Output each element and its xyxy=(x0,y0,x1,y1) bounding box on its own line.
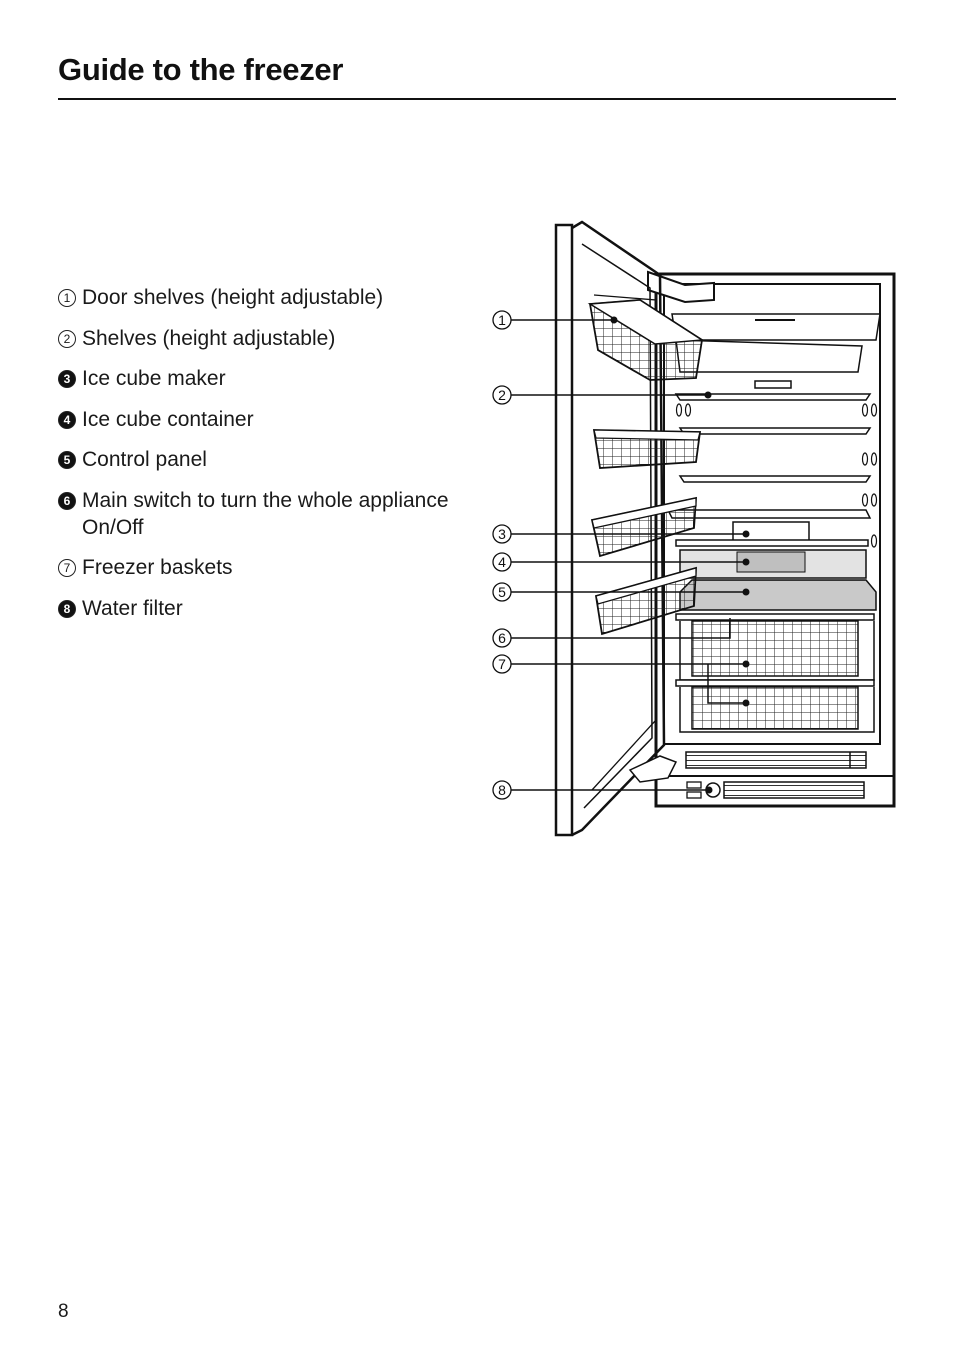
freezer-cabinet xyxy=(647,270,896,808)
legend-label: Door shelves (height adjustable) xyxy=(82,286,384,309)
legend-number: 2 xyxy=(58,329,76,348)
title-rule xyxy=(58,98,896,100)
legend-item: 3 Ice cube maker xyxy=(58,365,458,392)
page-number: 8 xyxy=(58,1301,69,1322)
ice-cube-container xyxy=(679,549,867,579)
callout-number: 5 xyxy=(498,584,506,600)
callout-number: 8 xyxy=(498,782,506,798)
legend-list: 1 Door shelves (height adjustable) 2 She… xyxy=(58,284,458,635)
legend-item: 6 Main switch to turn the whole applianc… xyxy=(58,487,458,541)
legend-label: Ice cube container xyxy=(82,407,254,431)
callout-number: 3 xyxy=(498,526,506,542)
legend-number: 7 xyxy=(58,559,76,577)
callout-6: 6 xyxy=(492,618,731,648)
legend-item: 8 Water filter xyxy=(58,595,458,622)
legend-number: 4 xyxy=(58,410,76,429)
callout-2: 2 xyxy=(492,385,712,405)
legend-label: Control panel xyxy=(82,448,207,471)
freezer-basket xyxy=(675,679,875,733)
callout-3: 3 xyxy=(492,524,750,544)
freezer-basket xyxy=(675,613,875,681)
legend-number: 5 xyxy=(58,451,76,469)
callout-7: 7 xyxy=(492,654,750,707)
legend-label: Water filter xyxy=(82,596,183,620)
legend-item: 2 Shelves (height adjustable) xyxy=(58,325,458,352)
page-title: Guide to the freezer xyxy=(58,52,344,87)
legend-label: Freezer baskets xyxy=(82,556,233,579)
callout-number: 1 xyxy=(498,312,506,328)
callout-8: 8 xyxy=(492,780,713,800)
callout-number: 7 xyxy=(498,656,506,672)
callout-5: 5 xyxy=(492,582,750,602)
legend-item: 5 Control panel xyxy=(58,446,458,473)
freezer-door xyxy=(554,220,705,837)
callout-number: 2 xyxy=(498,387,506,403)
shelf xyxy=(678,427,872,435)
callout-number: 6 xyxy=(498,630,506,646)
callout-number: 4 xyxy=(498,554,506,570)
shelf xyxy=(674,380,872,401)
shelf xyxy=(678,475,872,483)
legend-label: Main switch to turn the whole appliance … xyxy=(82,488,449,539)
legend-number: 1 xyxy=(58,289,76,307)
door-shelf xyxy=(587,299,705,381)
door-shelf xyxy=(594,566,697,636)
door-shelf xyxy=(590,496,697,558)
ice-cube-maker xyxy=(666,509,872,547)
legend-item: 7 Freezer baskets xyxy=(58,554,458,581)
legend-item: 1 Door shelves (height adjustable) xyxy=(58,284,458,311)
legend-number: 8 xyxy=(58,599,76,618)
callout-1: 1 xyxy=(492,310,618,330)
legend-number: 3 xyxy=(58,370,76,388)
legend-number: 6 xyxy=(58,491,76,510)
door-shelf xyxy=(592,429,702,469)
legend-item: 4 Ice cube container xyxy=(58,406,458,433)
freezer-diagram: 1 2 3 4 5 6 xyxy=(492,220,896,837)
legend-label: Shelves (height adjustable) xyxy=(82,326,336,350)
control-panel xyxy=(679,579,877,611)
legend-label: Ice cube maker xyxy=(82,367,226,390)
callout-4: 4 xyxy=(492,552,750,572)
